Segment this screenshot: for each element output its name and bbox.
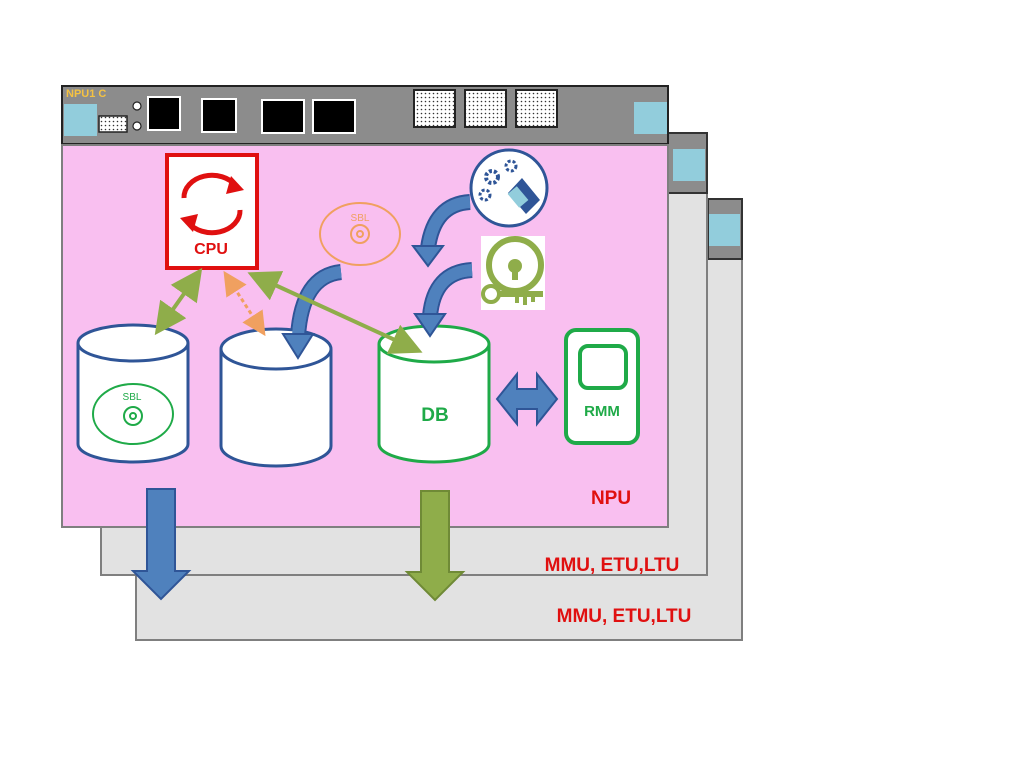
output-arrow-blue [130, 488, 192, 601]
port-icon [312, 99, 356, 134]
port-light-icon [634, 102, 667, 134]
cpu-sbl-link [154, 267, 203, 336]
sbl-disc-ghost: SBL [319, 202, 401, 266]
rmm-module: RMM [564, 328, 640, 445]
led-icon [132, 121, 142, 131]
sbl-ghost-label: SBL [351, 213, 370, 224]
storage-disk [219, 327, 333, 468]
back-board-2-label: MMU, ETU,LTU [557, 606, 692, 627]
usb-port-icon [98, 115, 128, 133]
sfp-port-icon [413, 89, 456, 128]
db-disk: DB [377, 324, 491, 464]
port-light-icon [709, 214, 740, 246]
led-icon [132, 101, 142, 111]
key-lock-icon [481, 236, 545, 310]
port-icon [201, 98, 237, 133]
cpu-chip: CPU [165, 153, 259, 270]
sbl-disk-label: SBL [123, 392, 142, 403]
sfp-port-icon [515, 89, 558, 128]
rmm-label: RMM [584, 403, 620, 420]
port-icon [261, 99, 305, 134]
port-light-icon [673, 149, 705, 181]
cpu-db-link [247, 271, 423, 354]
db-rmm-link-arrow [495, 371, 559, 427]
sbl-storage-disk: SBL [76, 323, 190, 464]
cpu-label: CPU [194, 241, 228, 258]
port-light-icon [64, 104, 97, 136]
cpu-cycle-icon [180, 172, 244, 236]
output-arrow-green [404, 490, 466, 602]
port-icon [147, 96, 181, 131]
board-label: NPU1 C [66, 88, 106, 100]
sbl-disc-icon [92, 383, 174, 445]
sfp-port-icon [464, 89, 507, 128]
db-label: DB [421, 405, 448, 426]
gears-config-icon [469, 148, 549, 228]
back-board-1-label: MMU, ETU,LTU [545, 555, 680, 576]
npu-label: NPU [591, 488, 631, 509]
